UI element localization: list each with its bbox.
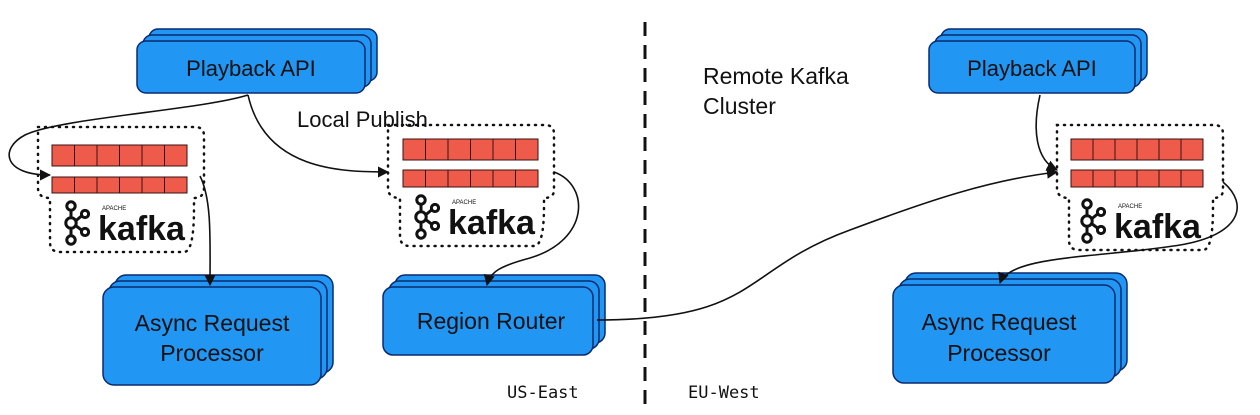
eu-west-region-label: EU-West <box>688 383 760 403</box>
kafka-logo: APACHE kafka <box>1080 198 1202 246</box>
us-arp-label-line1: Async Request <box>135 310 290 336</box>
kafka-apache-text: APACHE <box>452 200 476 206</box>
eu-playback-api-label: Playback API <box>967 56 1097 81</box>
eu-arp-label-line1: Async Request <box>922 309 1077 335</box>
kafka-apache-text: APACHE <box>102 206 126 212</box>
connector-local-kafka-to-router <box>483 171 580 287</box>
us-kafka-cluster-left: APACHE kafka <box>36 125 206 254</box>
us-playback-api-label: Playback API <box>186 56 316 81</box>
connector-left-kafka-to-processor <box>199 175 216 287</box>
partition-row <box>402 169 539 188</box>
kafka-icon <box>1080 198 1106 244</box>
local-publish-label: Local Publish <box>297 107 428 132</box>
us-kafka-cluster-middle: APACHE kafka <box>386 123 556 248</box>
remote-kafka-label-line1: Remote Kafka <box>703 63 849 89</box>
kafka-apache-text: APACHE <box>1118 204 1142 210</box>
kafka-cluster-boundary <box>1055 123 1225 252</box>
kafka-logo: APACHE kafka <box>64 200 186 248</box>
kafka-wordmark: kafka <box>448 204 536 242</box>
kafka-cluster-boundary <box>36 125 206 254</box>
us-arp-label-line2: Processor <box>160 340 264 366</box>
eu-kafka-cluster: APACHE kafka <box>1055 123 1225 252</box>
eu-async-request-processor-box: Async Request Processor <box>892 272 1128 384</box>
kafka-logo: APACHE kafka <box>414 194 536 242</box>
connector-playback-to-local-kafka <box>247 94 390 178</box>
region-router-label: Region Router <box>417 308 566 334</box>
connector-eu-playback-to-kafka <box>1035 94 1059 171</box>
partition-row <box>1070 138 1204 161</box>
partition-row <box>51 176 188 194</box>
connector-router-to-remote-kafka <box>596 167 1059 321</box>
us-east-region-label: US-East <box>507 383 579 403</box>
kafka-icon <box>414 194 440 240</box>
kafka-icon <box>64 200 90 246</box>
connector-playback-to-left-kafka <box>8 94 249 181</box>
remote-kafka-label-line2: Cluster <box>703 93 776 119</box>
partition-row <box>402 138 539 161</box>
kafka-wordmark: kafka <box>98 210 186 248</box>
kafka-cluster-boundary <box>386 123 556 248</box>
us-playback-api-box: Playback API <box>136 28 378 94</box>
us-async-request-processor-box: Async Request Processor <box>102 274 334 386</box>
region-router-box: Region Router <box>382 274 606 356</box>
kafka-wordmark: kafka <box>1114 208 1202 246</box>
partition-row <box>1070 169 1204 188</box>
eu-playback-api-box: Playback API <box>928 28 1148 94</box>
partition-row <box>51 144 188 167</box>
connector-eu-kafka-to-processor <box>998 181 1238 285</box>
eu-arp-label-line2: Processor <box>947 340 1051 366</box>
